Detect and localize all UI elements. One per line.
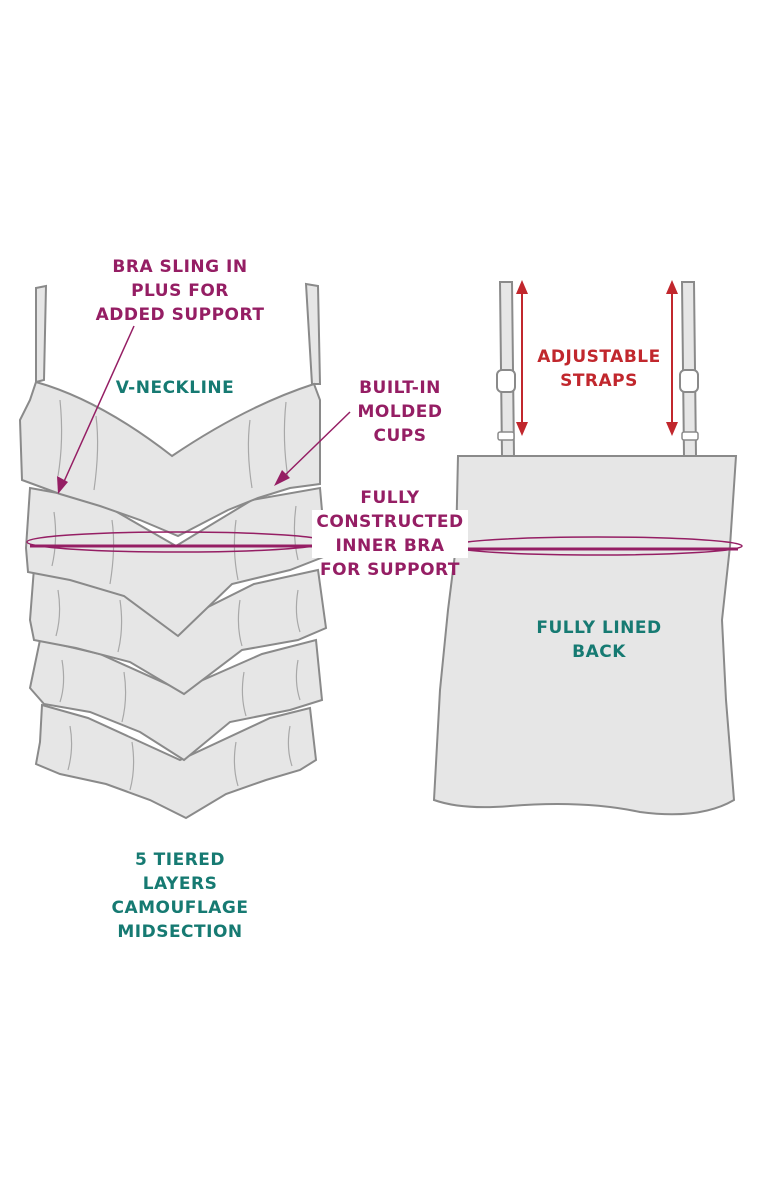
molded-cups-arrowhead <box>274 470 290 486</box>
bra-sling-arrowhead <box>57 476 68 494</box>
inner-bra-line-1: FULLY <box>360 488 420 508</box>
molded-cups-line-1: BUILT-IN <box>359 378 441 398</box>
inner-bra-line-4: FOR SUPPORT <box>320 560 460 580</box>
left-strap-arrowhead-down <box>516 422 528 436</box>
bra-sling-line-3: ADDED SUPPORT <box>95 305 265 325</box>
lined-back-line-1: FULLY LINED <box>536 618 662 638</box>
molded-cups-label: BUILT-IN MOLDED CUPS <box>345 376 455 448</box>
right-strap-arrowhead-up <box>666 280 678 294</box>
tiered-layers-line-4: MIDSECTION <box>117 922 243 942</box>
v-neckline-label: V-NECKLINE <box>100 376 250 400</box>
adjustable-straps-label: ADJUSTABLE STRAPS <box>527 345 671 393</box>
back-right-buckle <box>679 369 699 393</box>
bra-sling-label: BRA SLING IN PLUS FOR ADDED SUPPORT <box>80 255 280 327</box>
tiered-layers-label: 5 TIERED LAYERS CAMOUFLAGE MIDSECTION <box>100 848 260 944</box>
front-view <box>18 282 328 820</box>
molded-cups-line-3: CUPS <box>373 426 427 446</box>
front-tier-5 <box>34 703 318 820</box>
tiered-layers-line-3: CAMOUFLAGE <box>111 898 249 918</box>
front-tier-2 <box>24 486 328 638</box>
back-body <box>432 455 738 816</box>
bra-sling-arrow <box>61 325 135 487</box>
bra-sling-line-2: PLUS FOR <box>131 281 229 301</box>
inner-bra-line-2: CONSTRUCTED <box>312 510 468 534</box>
back-left-slider <box>497 431 515 441</box>
back-left-buckle <box>496 369 516 393</box>
molded-cups-line-2: MOLDED <box>357 402 443 422</box>
molded-cups-arrow <box>279 411 351 481</box>
front-left-strap <box>35 284 48 384</box>
adjustable-straps-line-1: ADJUSTABLE <box>537 347 661 367</box>
right-strap-arrowhead-down <box>666 422 678 436</box>
back-right-slider <box>681 431 699 441</box>
v-neckline-line-1: V-NECKLINE <box>115 378 235 398</box>
front-ruffle-folds <box>51 399 301 791</box>
bra-sling-line-1: BRA SLING IN <box>112 257 248 277</box>
left-strap-arrowhead-up <box>516 280 528 294</box>
lined-back-label: FULLY LINED BACK <box>517 616 681 664</box>
tiered-layers-line-1: 5 TIERED <box>134 850 226 870</box>
front-right-strap <box>304 282 322 385</box>
inner-bra-line-3: INNER BRA <box>312 534 468 558</box>
adjustable-straps-line-2: STRAPS <box>560 371 638 391</box>
lined-back-line-2: BACK <box>572 642 626 662</box>
tiered-layers-line-2: LAYERS <box>142 874 218 894</box>
back-view <box>432 281 738 816</box>
inner-bra-label: FULLY CONSTRUCTED INNER BRA FOR SUPPORT <box>312 486 468 582</box>
